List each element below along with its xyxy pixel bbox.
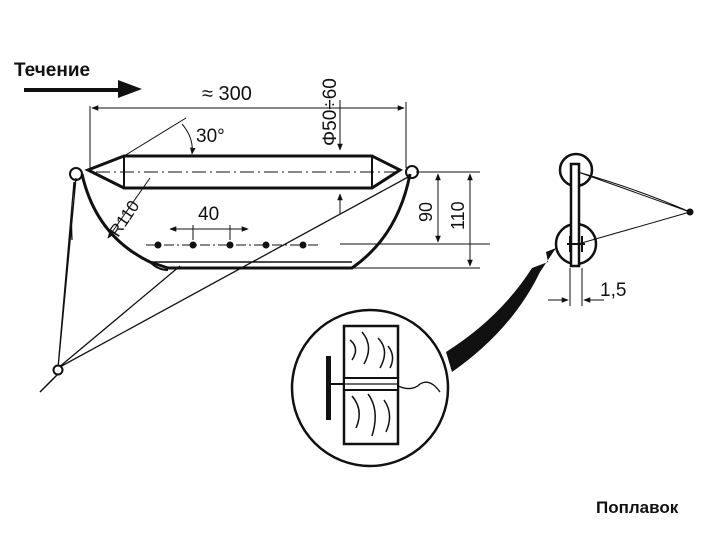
radius-label: R110: [106, 197, 144, 240]
hull-arc: [80, 173, 412, 270]
caption: Поплавок: [596, 498, 679, 517]
detail-pointer-arrow: [446, 248, 556, 372]
current-arrow-icon: [24, 80, 142, 98]
float-side-view: [39, 100, 490, 393]
tether-lines: [57, 175, 411, 369]
angle-label: 30°: [196, 126, 225, 147]
hole-row: [154, 241, 307, 249]
current-label: Течение: [14, 60, 90, 81]
diameter-label: Φ50÷60: [320, 78, 341, 146]
thickness-label: 1,5: [600, 280, 626, 301]
detail-circle: [290, 308, 450, 468]
depth-inner-label: 90: [416, 202, 436, 222]
length-label: ≈ 300: [202, 83, 252, 105]
spacing-label: 40: [198, 204, 219, 225]
depth-outer-label: 110: [448, 201, 468, 230]
float-end-view: [548, 152, 694, 306]
